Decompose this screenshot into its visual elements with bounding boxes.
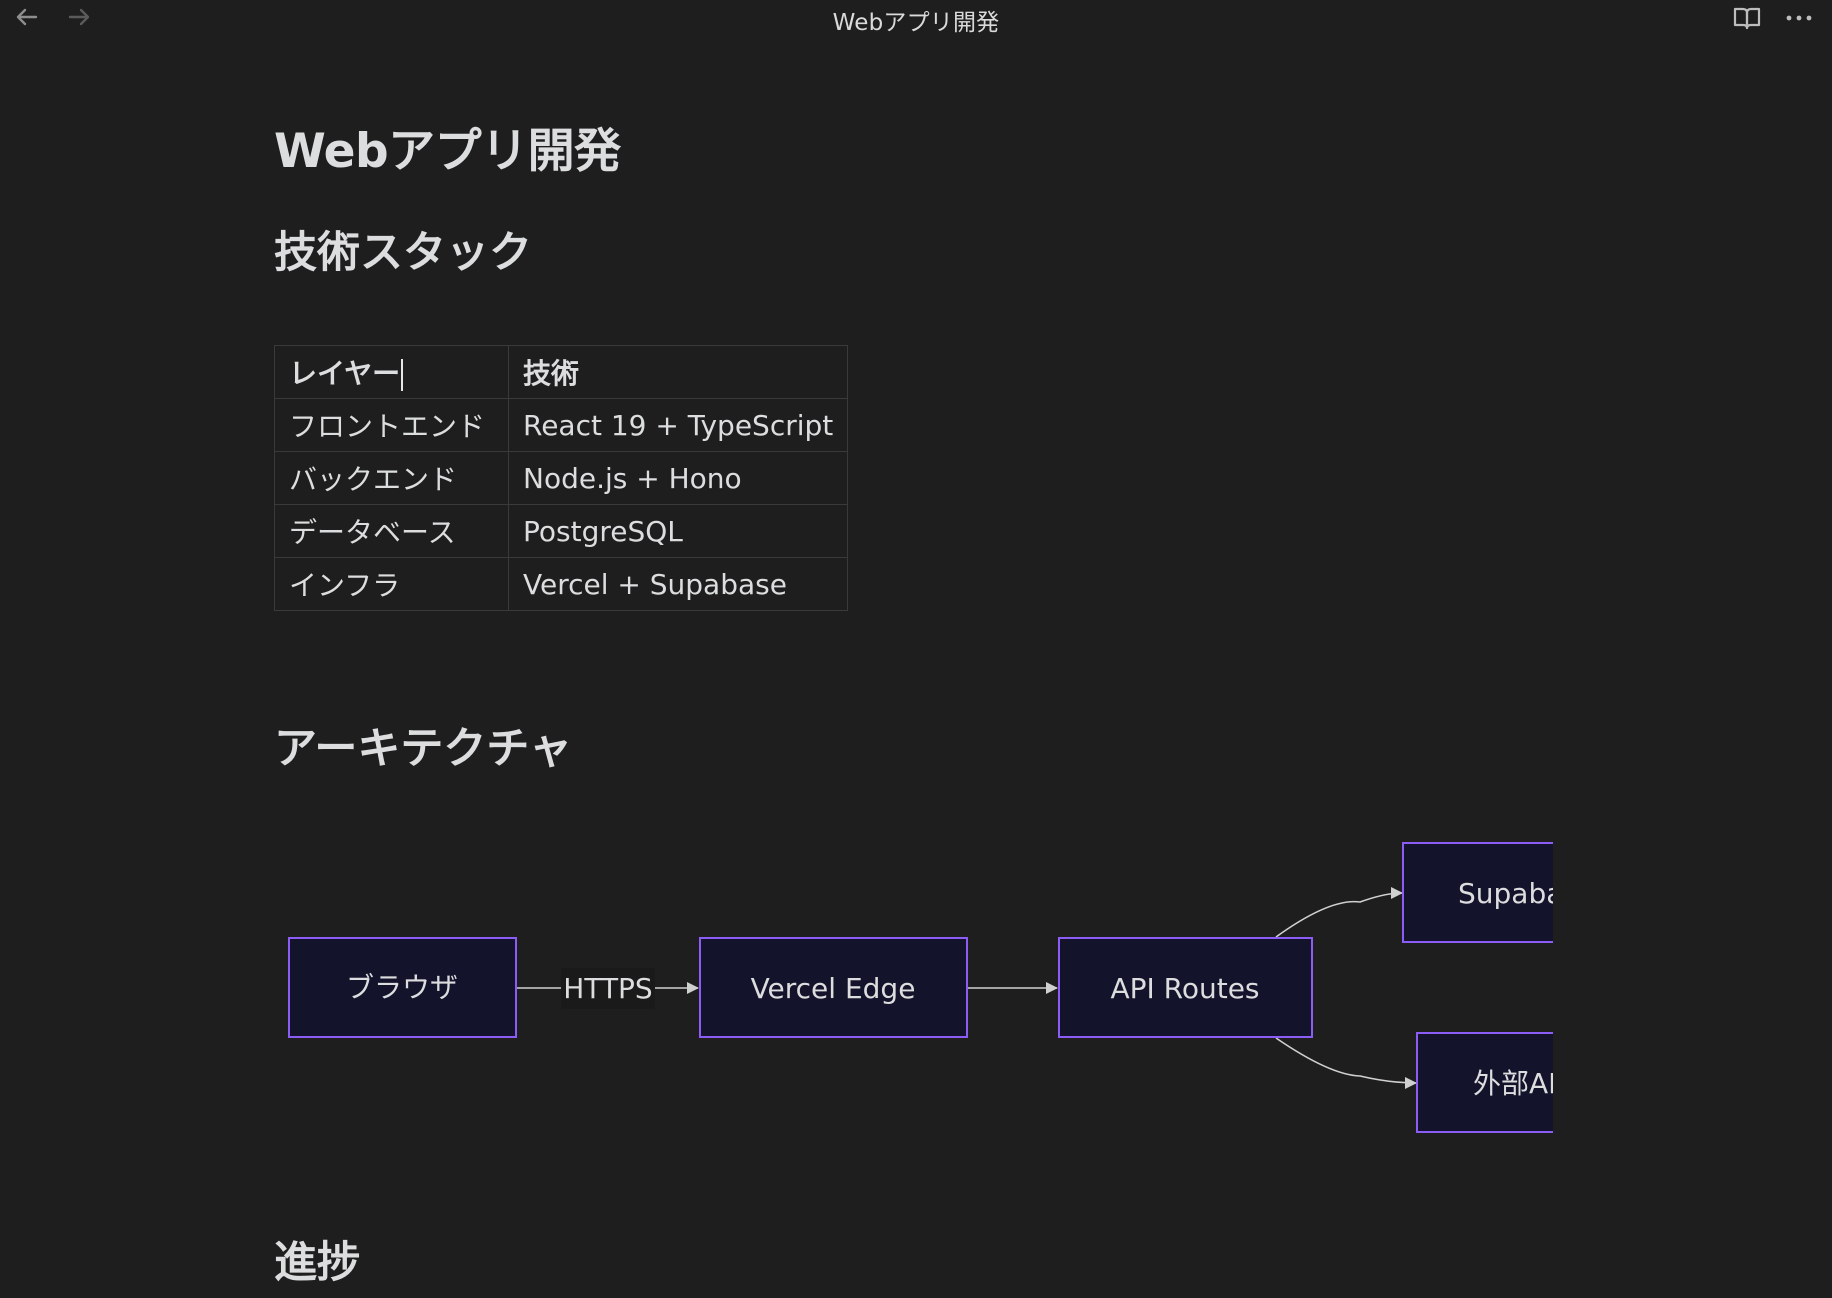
table-cell[interactable]: データベース — [274, 504, 509, 558]
diagram-node-supabase[interactable]: Supabase — [1402, 842, 1603, 943]
table-cell[interactable]: Node.js + Hono — [507, 451, 849, 505]
heading-progress[interactable]: 進捗 — [274, 1238, 360, 1288]
arrow-right-icon — [68, 8, 90, 26]
forward-button[interactable] — [62, 2, 96, 32]
node-label-external-api: 外部API — [1473, 1067, 1573, 1100]
heading-tech-stack[interactable]: 技術スタック — [274, 228, 532, 278]
edge-label-background — [561, 968, 655, 1009]
heading-architecture[interactable]: アーキテクチャ — [274, 724, 572, 774]
table-cell[interactable]: Vercel + Supabase — [507, 557, 849, 611]
edge-label-https: HTTPS — [563, 972, 652, 1005]
node-label-vercel-edge: Vercel Edge — [751, 972, 916, 1005]
reading-view-button[interactable] — [1729, 2, 1765, 34]
document-title[interactable]: Webアプリ開発 — [274, 124, 621, 179]
diagram-node-browser[interactable]: ブラウザ — [288, 937, 517, 1038]
window-title: Webアプリ開発 — [832, 10, 1000, 36]
book-open-icon — [1733, 7, 1761, 30]
table-row: フロントエンド React 19 + TypeScript — [274, 398, 849, 452]
table-cell[interactable]: バックエンド — [274, 451, 509, 505]
node-label-api-routes: API Routes — [1110, 972, 1259, 1005]
table-header-row: レイヤー 技術 — [274, 345, 849, 399]
node-label-browser: ブラウザ — [346, 971, 458, 1004]
edge-api-to-external — [1275, 1037, 1417, 1089]
diagram-node-vercel-edge[interactable]: Vercel Edge — [699, 937, 968, 1038]
diagram-node-external-api[interactable]: 外部API — [1416, 1032, 1617, 1133]
text-cursor — [401, 359, 404, 391]
edge-api-to-supabase — [1275, 887, 1403, 938]
diagram-node-api-routes[interactable]: API Routes — [1058, 937, 1313, 1038]
more-horizontal-icon — [1786, 15, 1812, 21]
table-header-cell[interactable]: レイヤー — [274, 345, 509, 399]
tech-stack-table[interactable]: レイヤー 技術 フロントエンド React 19 + TypeScript バッ… — [274, 345, 849, 611]
header-layer-label: レイヤー — [289, 357, 401, 390]
table-cell[interactable]: インフラ — [274, 557, 509, 611]
title-bar: Webアプリ開発 — [0, 0, 1832, 36]
table-cell[interactable]: フロントエンド — [274, 398, 509, 452]
node-label-supabase: Supabase — [1458, 877, 1595, 910]
table-cell[interactable]: React 19 + TypeScript — [507, 398, 849, 452]
more-options-button[interactable] — [1781, 2, 1817, 34]
table-row: バックエンド Node.js + Hono — [274, 451, 849, 505]
header-tech-label: 技術 — [523, 357, 580, 390]
table-header-cell[interactable]: 技術 — [507, 345, 849, 399]
arrow-left-icon — [16, 8, 38, 26]
back-button[interactable] — [10, 2, 44, 32]
table-row: インフラ Vercel + Supabase — [274, 557, 849, 611]
table-row: データベース PostgreSQL — [274, 504, 849, 558]
table-cell[interactable]: PostgreSQL — [507, 504, 849, 558]
